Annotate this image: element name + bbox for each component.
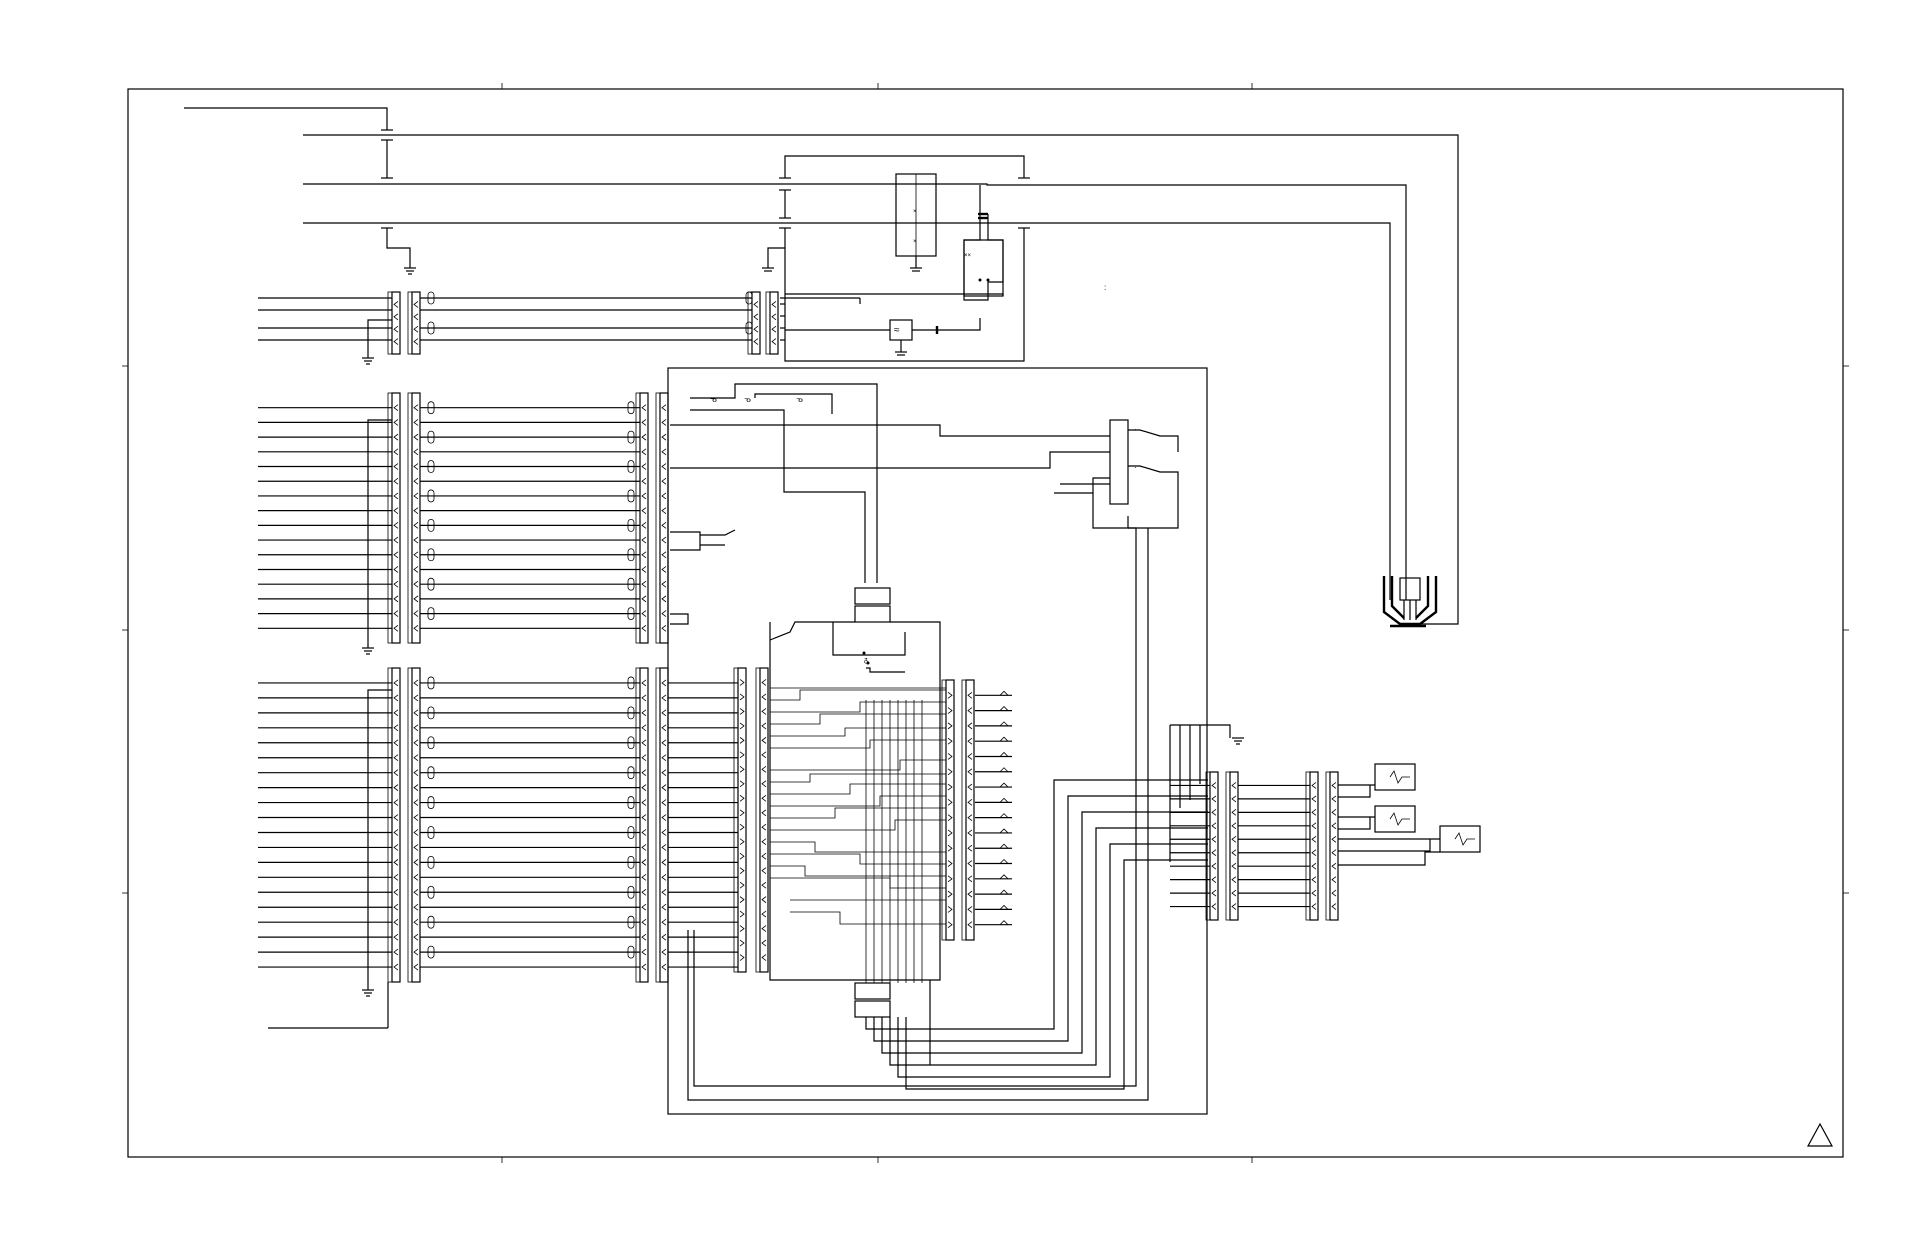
svg-text:≈: ≈ <box>894 325 900 336</box>
svg-text:ᓀ: ᓀ <box>744 395 751 404</box>
supply-bus-lines <box>184 107 1459 625</box>
main-control-board: ᓀ ᓀ ᓀ · · ᵹ <box>667 367 1208 1115</box>
svg-text:×: × <box>913 239 917 245</box>
conn-j3 <box>747 291 761 355</box>
conn-j12 <box>655 667 669 983</box>
svg-text:ᓀ: ᓀ <box>796 395 803 404</box>
conn-j15 <box>941 679 955 941</box>
middle-connector-row <box>258 392 669 655</box>
conn-j4 <box>765 291 779 355</box>
conn-j19 <box>1305 771 1319 921</box>
conn-j14 <box>755 667 769 973</box>
svg-text:××: ×× <box>964 253 972 259</box>
svg-text::: : <box>1104 283 1106 292</box>
right-connector-cluster <box>1169 724 1481 921</box>
conn-j20 <box>1325 771 1339 921</box>
drawing-frame <box>122 83 1849 1163</box>
conn-j8 <box>655 392 669 644</box>
upper-sub-board: × × ×× ≈ : <box>762 155 1106 362</box>
conn-j16 <box>961 679 975 941</box>
conn-j13 <box>733 667 747 973</box>
revision-triangle-icon <box>1806 1122 1834 1147</box>
lower-connector-row <box>258 667 1012 1029</box>
svg-text:·: · <box>1134 463 1137 472</box>
conn-j18 <box>1225 771 1239 921</box>
frame-tick-marks <box>122 83 1849 1163</box>
conn-j5 <box>387 392 401 644</box>
conn-j6 <box>407 392 421 644</box>
svg-text:·: · <box>1134 425 1137 434</box>
conn-j7 <box>635 392 649 644</box>
svg-text:ᵹ: ᵹ <box>864 657 868 664</box>
conn-j9 <box>387 667 401 983</box>
conn-j10 <box>407 667 421 983</box>
svg-text:×: × <box>913 209 917 215</box>
svg-text:ᓀ: ᓀ <box>710 395 717 404</box>
bottom-wire-bundle <box>865 779 1208 1090</box>
conn-j2 <box>407 291 421 355</box>
conn-j1 <box>387 291 401 355</box>
conn-j11 <box>635 667 649 983</box>
motor-sensor-icon <box>1382 576 1438 628</box>
conn-j17 <box>1205 771 1219 921</box>
top-connector-row <box>258 291 861 365</box>
